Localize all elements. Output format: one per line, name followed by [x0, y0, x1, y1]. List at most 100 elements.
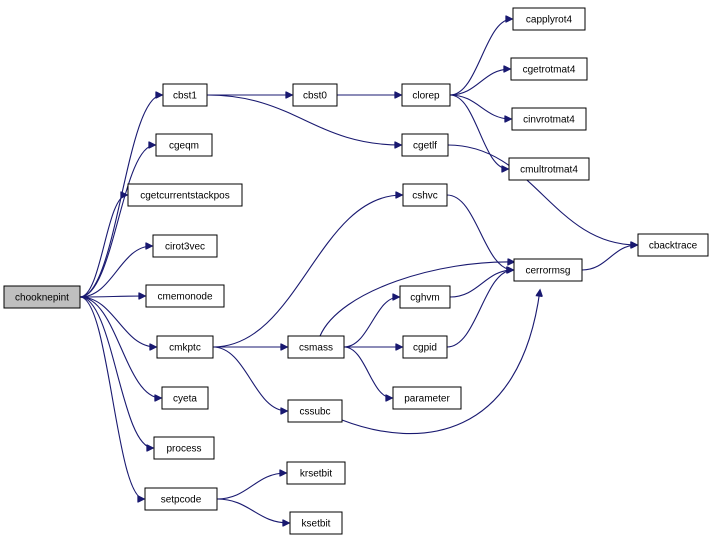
node-cgetlf[interactable]: cgetlf [401, 133, 449, 157]
node-box[interactable] [510, 57, 588, 81]
node-parameter[interactable]: parameter [392, 386, 462, 410]
edge-line [212, 346, 287, 411]
edge-chooknepint-to-cgeqm [79, 145, 155, 298]
node-box[interactable] [401, 83, 451, 107]
edge-cbst1-to-cgetlf [206, 94, 401, 145]
node-label: cghvm [410, 293, 439, 304]
node-box[interactable] [152, 234, 218, 258]
node-box[interactable] [637, 233, 709, 257]
node-cmkptc[interactable]: cmkptc [156, 335, 214, 359]
node-box[interactable] [156, 335, 214, 359]
node-box[interactable] [392, 386, 462, 410]
edge-line [79, 296, 144, 499]
node-box[interactable] [508, 157, 590, 181]
node-cgetrotmat4[interactable]: cgetrotmat4 [510, 57, 588, 81]
node-label: cgeqm [169, 141, 199, 152]
node-cinvrotmat4[interactable]: cinvrotmat4 [511, 107, 587, 131]
node-box[interactable] [401, 133, 449, 157]
node-cbacktrace[interactable]: cbacktrace [637, 233, 709, 257]
edge-line [216, 498, 289, 523]
node-box[interactable] [3, 285, 81, 309]
node-box[interactable] [513, 258, 583, 282]
node-box[interactable] [287, 399, 343, 423]
node-cgetcurrentstackpos[interactable]: cgetcurrentstackpos [127, 183, 243, 207]
node-label: process [166, 444, 201, 455]
edge-cgpid-to-cerrormsg [446, 270, 513, 348]
node-chooknepint[interactable]: chooknepint [3, 285, 81, 309]
edge-line [449, 19, 512, 96]
edge-line [449, 270, 513, 298]
edge-line [343, 346, 392, 398]
edge-clorep-to-cgetrotmat4 [449, 69, 510, 96]
node-label: cinvrotmat4 [523, 115, 575, 126]
node-label: krsetbit [300, 469, 332, 480]
edge-cgetlf-to-cbacktrace [447, 144, 637, 245]
node-cghvm[interactable]: cghvm [399, 285, 451, 309]
node-cgpid[interactable]: cgpid [402, 335, 448, 359]
node-label: cbacktrace [649, 241, 698, 252]
node-setpcode[interactable]: setpcode [144, 487, 218, 511]
node-krsetbit[interactable]: krsetbit [286, 461, 346, 485]
node-box[interactable] [286, 461, 346, 485]
node-cirot3vec[interactable]: cirot3vec [152, 234, 218, 258]
edge-line [446, 194, 513, 270]
node-cshvc[interactable]: cshvc [402, 183, 448, 207]
node-box[interactable] [289, 511, 343, 535]
node-capplyrot4[interactable]: capplyrot4 [512, 7, 586, 31]
edge-line [449, 94, 511, 119]
node-clorep[interactable]: clorep [401, 83, 451, 107]
edge-line [581, 245, 637, 271]
node-cgeqm[interactable]: cgeqm [155, 133, 213, 157]
node-cssubc[interactable]: cssubc [287, 399, 343, 423]
node-box[interactable] [155, 133, 213, 157]
edge-csmass-to-cghvm [343, 297, 399, 348]
node-cbst0[interactable]: cbst0 [292, 83, 338, 107]
edge-csmass-to-cerrormsg [319, 262, 514, 337]
edge-chooknepint-to-cmkptc [79, 296, 156, 347]
edge-chooknepint-to-cgetcurrentstackpos [79, 195, 127, 298]
node-label: cssubc [299, 407, 330, 418]
edge-line [79, 246, 152, 298]
node-box[interactable] [512, 7, 586, 31]
node-label: csmass [299, 343, 333, 354]
node-ksetbit[interactable]: ksetbit [289, 511, 343, 535]
node-box[interactable] [161, 386, 209, 410]
node-process[interactable]: process [153, 436, 215, 460]
edge-line [206, 94, 401, 145]
node-box[interactable] [402, 335, 448, 359]
node-box[interactable] [287, 335, 345, 359]
edge-line [447, 144, 637, 245]
node-box[interactable] [144, 487, 218, 511]
node-cyeta[interactable]: cyeta [161, 386, 209, 410]
edge-chooknepint-to-cmemonode [79, 296, 145, 297]
node-cmultrotmat4[interactable]: cmultrotmat4 [508, 157, 590, 181]
edge-line [449, 69, 510, 96]
node-box[interactable] [153, 436, 215, 460]
node-csmass[interactable]: csmass [287, 335, 345, 359]
edge-line [79, 296, 145, 297]
edge-line [343, 297, 399, 348]
node-label: clorep [412, 91, 440, 102]
node-label: cmultrotmat4 [520, 165, 578, 176]
node-box[interactable] [162, 83, 208, 107]
node-cbst1[interactable]: cbst1 [162, 83, 208, 107]
node-label: chooknepint [15, 293, 69, 304]
node-label: cgpid [413, 343, 437, 354]
node-box[interactable] [511, 107, 587, 131]
node-box[interactable] [399, 285, 451, 309]
edge-clorep-to-cmultrotmat4 [449, 94, 508, 169]
node-label: cirot3vec [165, 242, 205, 253]
edge-clorep-to-cinvrotmat4 [449, 94, 511, 119]
node-cerrormsg[interactable]: cerrormsg [513, 258, 583, 282]
node-box[interactable] [145, 284, 225, 308]
edge-line [79, 296, 161, 398]
node-box[interactable] [127, 183, 243, 207]
node-cmemonode[interactable]: cmemonode [145, 284, 225, 308]
edge-cghvm-to-cerrormsg [449, 270, 513, 298]
edge-cerrormsg-to-cbacktrace [581, 245, 637, 271]
edges-layer [79, 19, 637, 523]
node-box[interactable] [292, 83, 338, 107]
node-box[interactable] [402, 183, 448, 207]
edge-cmkptc-to-cshvc [212, 195, 402, 348]
